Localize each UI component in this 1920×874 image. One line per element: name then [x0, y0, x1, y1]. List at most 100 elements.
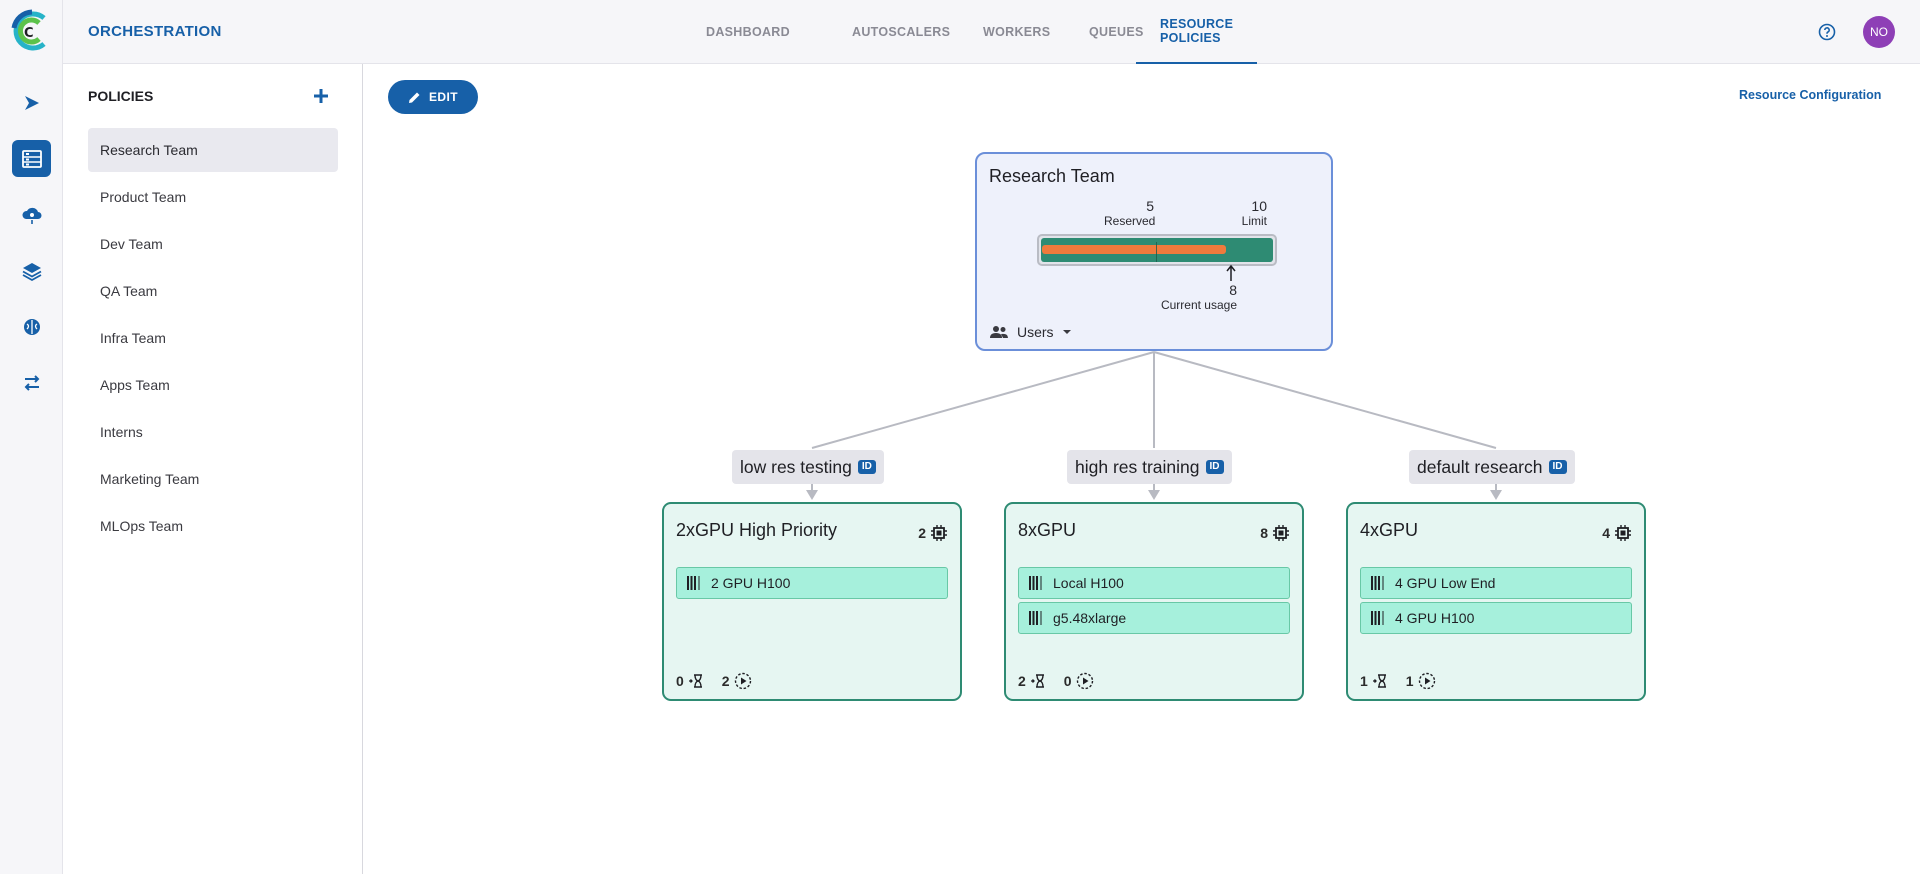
policies-title: POLICIES — [88, 88, 154, 104]
usage-label: 8 Current usage — [1127, 282, 1237, 312]
id-badge[interactable]: ID — [857, 460, 876, 474]
play-icon — [1418, 672, 1435, 690]
quota-gauge — [1037, 234, 1277, 266]
pool-count-value: 2 — [918, 525, 926, 541]
pool-stats: 0 2 — [676, 672, 752, 690]
running-count: 2 — [721, 673, 730, 689]
pool-stats: 2 0 — [1018, 672, 1094, 690]
add-icon[interactable] — [310, 85, 332, 107]
hourglass-icon — [1372, 674, 1386, 688]
id-badge[interactable]: ID — [1205, 460, 1224, 474]
policy-title: Research Team — [989, 166, 1115, 186]
hourglass-icon — [1030, 674, 1044, 688]
policy-item-dev-team[interactable]: Dev Team — [100, 236, 163, 252]
clear-logo-icon[interactable]: C — [8, 8, 52, 54]
limit-caption: Limit — [1241, 214, 1267, 228]
edit-label: EDIT — [429, 90, 458, 104]
reserved-value: 5 — [1146, 198, 1154, 214]
workflow-icon[interactable] — [12, 364, 51, 401]
users-label: Users — [1017, 324, 1054, 340]
pool-title: 4xGPU — [1360, 520, 1419, 540]
policy-item-research-team[interactable]: Research Team — [88, 128, 338, 172]
users-dropdown[interactable]: Users — [989, 324, 1072, 340]
queue-tag-high-res-training[interactable]: high res training ID — [1067, 450, 1232, 484]
top-header: ORCHESTRATION DASHBOARD AUTOSCALERS WORK… — [63, 0, 1920, 64]
resource-item[interactable]: Local H100 — [1018, 567, 1290, 599]
policy-item-marketing-team[interactable]: Marketing Team — [100, 471, 200, 487]
pool-title: 2xGPU High Priority — [676, 520, 838, 540]
usage-bar — [1042, 245, 1226, 254]
queue-tag-low-res-testing[interactable]: low res testing ID — [732, 450, 884, 484]
id-badge[interactable]: ID — [1548, 460, 1567, 474]
queue-tag-default-research[interactable]: default research ID — [1409, 450, 1575, 484]
policy-item-apps-team[interactable]: Apps Team — [100, 377, 170, 393]
resource-bars-icon — [1371, 611, 1384, 625]
svg-text:C: C — [24, 26, 34, 41]
chip-icon — [1615, 525, 1631, 541]
resource-bars-icon — [1371, 576, 1384, 590]
pool-count-value: 8 — [1260, 525, 1268, 541]
resource-item[interactable]: 4 GPU Low End — [1360, 567, 1632, 599]
policy-item-infra-team[interactable]: Infra Team — [100, 330, 166, 346]
left-rail: C — [0, 0, 63, 874]
policy-item-mlops-team[interactable]: MLOps Team — [100, 518, 183, 534]
pool-count-value: 4 — [1602, 525, 1610, 541]
resource-bars-icon — [1029, 611, 1042, 625]
resource-bars-icon — [687, 576, 700, 590]
resource-configuration-link[interactable]: Resource Configuration — [1739, 88, 1882, 102]
limit-label: 10 Limit — [1215, 198, 1267, 228]
orchestration-icon[interactable] — [12, 140, 51, 177]
edit-button[interactable]: EDIT — [388, 80, 478, 114]
tab-resource-policies[interactable]: RESOURCE POLICIES — [1136, 0, 1258, 64]
pipelines-icon[interactable] — [12, 84, 51, 121]
layers-icon[interactable] — [12, 252, 51, 289]
app-title: ORCHESTRATION — [88, 23, 222, 40]
users-icon — [990, 326, 1008, 338]
policy-list: Research Team Product Team Dev Team QA T… — [88, 128, 338, 551]
pending-count: 2 — [1018, 673, 1026, 689]
edit-pencil-icon — [409, 92, 420, 103]
policy-card-root[interactable]: Research Team 5 Reserved 10 Limit 8 Curr… — [975, 152, 1333, 351]
cloud-gear-icon[interactable] — [12, 196, 51, 233]
policy-item-interns[interactable]: Interns — [100, 424, 143, 440]
running-count: 0 — [1063, 673, 1072, 689]
play-icon — [1076, 672, 1093, 690]
resource-label: g5.48xlarge — [1053, 610, 1127, 626]
resource-bars-icon — [1029, 576, 1042, 590]
queue-name: high res training — [1075, 456, 1200, 477]
hourglass-icon — [688, 674, 702, 688]
pool-stats: 1 1 — [1360, 672, 1436, 690]
help-icon[interactable] — [1818, 23, 1836, 41]
resource-item[interactable]: g5.48xlarge — [1018, 602, 1290, 634]
resource-item[interactable]: 4 GPU H100 — [1360, 602, 1632, 634]
resource-item[interactable]: 2 GPU H100 — [676, 567, 948, 599]
tab-workers[interactable]: WORKERS — [983, 25, 1051, 39]
play-icon — [734, 672, 751, 690]
queue-name: low res testing — [740, 456, 852, 477]
tab-dashboard[interactable]: DASHBOARD — [706, 25, 790, 39]
usage-arrow-icon — [1226, 264, 1236, 281]
pending-count: 0 — [676, 673, 684, 689]
tab-queues[interactable]: QUEUES — [1089, 25, 1144, 39]
resource-label: 4 GPU H100 — [1395, 610, 1475, 626]
policy-item-product-team[interactable]: Product Team — [100, 189, 187, 205]
reserved-marker — [1156, 242, 1157, 262]
limit-value: 10 — [1251, 198, 1267, 214]
usage-caption: Current usage — [1160, 298, 1237, 312]
pool-title: 8xGPU — [1018, 520, 1077, 540]
reserved-caption: Reserved — [1104, 214, 1156, 228]
pool-count: 8 — [1260, 524, 1290, 542]
reserved-label: 5 Reserved — [1104, 198, 1156, 228]
pool-card-2xgpu-high-priority[interactable]: 2xGPU High Priority 2 2 GPU H100 0 2 — [662, 502, 962, 701]
tab-autoscalers[interactable]: AUTOSCALERS — [852, 25, 951, 39]
chip-icon — [931, 525, 947, 541]
policy-item-qa-team[interactable]: QA Team — [100, 283, 158, 299]
pool-count: 2 — [918, 524, 948, 542]
brain-icon[interactable] — [12, 308, 51, 345]
resource-label: Local H100 — [1053, 575, 1124, 591]
pool-card-8xgpu[interactable]: 8xGPU 8 Local H100 g5.48xlarge 2 0 — [1004, 502, 1304, 701]
pool-card-4xgpu[interactable]: 4xGPU 4 4 GPU Low End 4 GPU H100 1 1 — [1346, 502, 1646, 701]
user-avatar[interactable]: NO — [1863, 16, 1895, 48]
resource-label: 4 GPU Low End — [1395, 575, 1496, 591]
